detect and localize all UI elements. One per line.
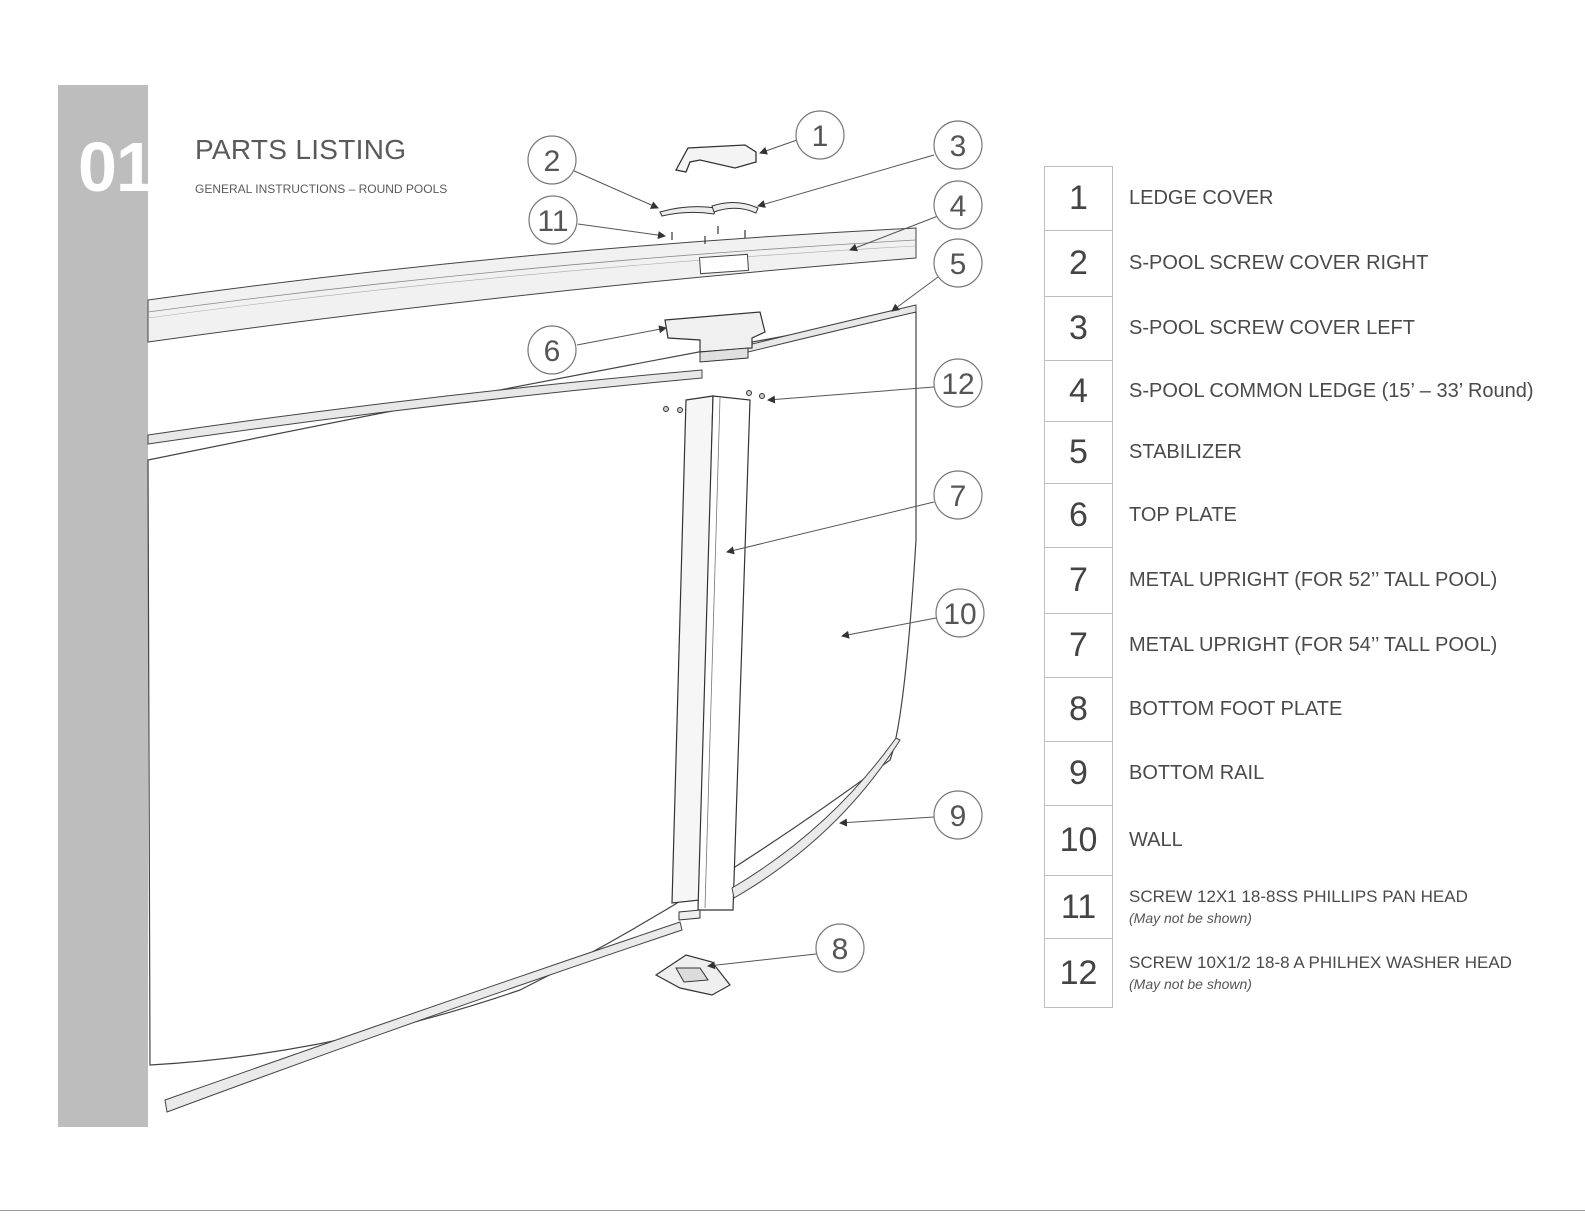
screws-11 <box>671 226 746 244</box>
part-number: 12 <box>1044 938 1113 1008</box>
callout-circle-7 <box>933 470 983 520</box>
screw-cover-right <box>659 206 717 217</box>
parts-table: 1 LEDGE COVER 2 S-POOL SCREW COVER RIGHT… <box>1044 166 1544 1008</box>
table-row: 9 BOTTOM RAIL <box>1044 741 1544 806</box>
section-sidebar <box>58 85 148 1127</box>
callout-label-5: 5 <box>950 248 967 281</box>
part-description: S-POOL COMMON LEDGE (15’ – 33’ Round) <box>1129 379 1534 402</box>
callout-circle-6 <box>527 325 577 375</box>
common-ledge <box>147 227 917 343</box>
table-row: 6 TOP PLATE <box>1044 483 1544 548</box>
stabilizer <box>747 304 917 353</box>
part-description: METAL UPRIGHT (FOR 54’’ TALL POOL) <box>1129 634 1498 656</box>
table-row: 8 BOTTOM FOOT PLATE <box>1044 677 1544 742</box>
callout-label-8: 8 <box>832 933 849 966</box>
bottom-foot-plate <box>654 954 731 996</box>
callout-label-4: 4 <box>950 190 967 223</box>
callout-circle-4 <box>933 180 983 230</box>
table-row: 11 SCREW 12X1 18-8SS PHILLIPS PAN HEAD (… <box>1044 875 1544 939</box>
callout-circle-2 <box>527 135 577 185</box>
part-number: 5 <box>1044 421 1113 484</box>
ledge-cover-gap <box>698 253 750 275</box>
part-number: 1 <box>1044 166 1113 231</box>
bottom-rail-left <box>164 921 683 1113</box>
part-number: 7 <box>1044 547 1113 614</box>
callout-circles <box>527 110 985 973</box>
section-number: 01 <box>78 128 155 206</box>
part-description: S-POOL SCREW COVER RIGHT <box>1129 252 1429 274</box>
part-description: BOTTOM RAIL <box>1129 762 1265 784</box>
callout-label-12: 12 <box>941 368 974 401</box>
part-description: WALL <box>1129 829 1183 851</box>
table-row: 10 WALL <box>1044 805 1544 876</box>
table-row: 3 S-POOL SCREW COVER LEFT <box>1044 296 1544 361</box>
metal-upright <box>671 395 751 921</box>
part-number: 6 <box>1044 483 1113 548</box>
callout-label-2: 2 <box>544 145 561 178</box>
table-row: 4 S-POOL COMMON LEDGE (15’ – 33’ Round) <box>1044 360 1544 422</box>
part-number: 4 <box>1044 360 1113 422</box>
ledge-cover <box>675 144 757 173</box>
part-note: (May not be shown) <box>1129 976 1252 993</box>
part-description: STABILIZER <box>1129 441 1242 463</box>
top-rail <box>147 369 703 445</box>
table-row: 7 METAL UPRIGHT (FOR 52’’ TALL POOL) <box>1044 547 1544 614</box>
callout-label-6: 6 <box>544 335 561 368</box>
part-number: 2 <box>1044 230 1113 297</box>
bottom-divider <box>0 1210 1585 1211</box>
table-row: 5 STABILIZER <box>1044 421 1544 484</box>
callout-label-3: 3 <box>950 130 967 163</box>
part-description-text: SCREW 10X1/2 18-8 A PHILHEX WASHER HEAD <box>1129 953 1512 973</box>
table-row: 12 SCREW 10X1/2 18-8 A PHILHEX WASHER HE… <box>1044 938 1544 1008</box>
page-subtitle: GENERAL INSTRUCTIONS – ROUND POOLS <box>195 182 448 196</box>
part-description: SCREW 10X1/2 18-8 A PHILHEX WASHER HEAD … <box>1113 939 1544 1008</box>
bottom-rail-right <box>731 737 901 899</box>
callout-circle-1 <box>795 110 845 160</box>
top-plate <box>664 311 766 363</box>
callout-label-1: 1 <box>812 120 829 153</box>
table-row: 7 METAL UPRIGHT (FOR 54’’ TALL POOL) <box>1044 613 1544 678</box>
page-title: PARTS LISTING <box>195 134 407 165</box>
part-number: 3 <box>1044 296 1113 361</box>
table-row: 2 S-POOL SCREW COVER RIGHT <box>1044 230 1544 297</box>
part-number: 9 <box>1044 741 1113 806</box>
callout-circle-11 <box>528 195 578 245</box>
part-number: 8 <box>1044 677 1113 742</box>
part-description-text: SCREW 12X1 18-8SS PHILLIPS PAN HEAD <box>1129 887 1468 907</box>
callout-circle-9 <box>933 790 983 840</box>
callout-circle-10 <box>935 588 985 638</box>
part-description: S-POOL SCREW COVER LEFT <box>1129 317 1415 339</box>
part-description: TOP PLATE <box>1129 504 1237 526</box>
part-description: LEDGE COVER <box>1129 187 1274 209</box>
callout-label-9: 9 <box>950 800 967 833</box>
callout-circle-3 <box>933 120 983 170</box>
part-number: 11 <box>1044 875 1113 939</box>
callout-label-11: 11 <box>537 205 568 238</box>
callout-circle-5 <box>933 238 983 288</box>
table-row: 1 LEDGE COVER <box>1044 166 1544 231</box>
part-note: (May not be shown) <box>1129 910 1252 927</box>
part-description: SCREW 12X1 18-8SS PHILLIPS PAN HEAD (May… <box>1113 876 1544 939</box>
screw-cover-left <box>711 202 759 214</box>
part-description: METAL UPRIGHT (FOR 52’’ TALL POOL) <box>1129 569 1498 591</box>
callout-label-10: 10 <box>943 598 976 631</box>
callout-label-7: 7 <box>950 480 967 513</box>
callout-circle-12 <box>933 358 983 408</box>
part-number: 7 <box>1044 613 1113 678</box>
part-number: 10 <box>1044 805 1113 876</box>
screws-12 <box>663 390 765 413</box>
part-description: BOTTOM FOOT PLATE <box>1129 698 1343 720</box>
callout-circle-8 <box>815 923 865 973</box>
